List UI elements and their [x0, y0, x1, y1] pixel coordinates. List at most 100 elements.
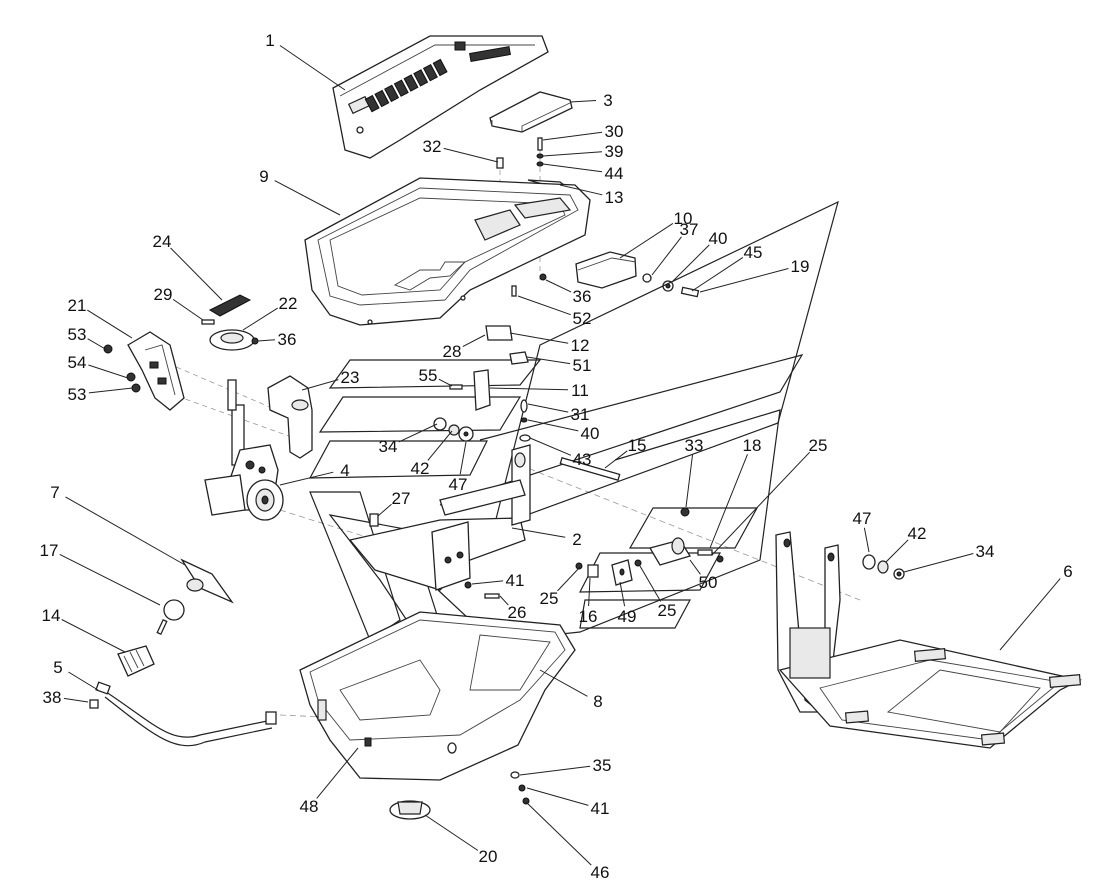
callout-label-41: 41 [506, 571, 525, 590]
ball-knob-17 [156, 599, 185, 636]
callout-label-47: 47 [449, 475, 468, 494]
leader-line-54 [88, 364, 129, 379]
callout-label-38: 38 [43, 688, 62, 707]
leader-line-2 [511, 527, 566, 538]
nut-25c [716, 555, 724, 563]
callout-label-43: 43 [573, 450, 592, 469]
callout-label-29: 29 [154, 285, 173, 304]
leader-line-49 [619, 581, 626, 607]
washers-34-42-47 [433, 417, 474, 442]
callout-label-4: 4 [340, 461, 349, 480]
callout-label-53: 53 [68, 325, 87, 344]
callout-label-42: 42 [908, 524, 927, 543]
callout-label-23: 23 [341, 368, 360, 387]
gasket-24 [208, 294, 252, 317]
callout-label-11: 11 [571, 381, 589, 400]
callout-label-3: 3 [603, 91, 612, 110]
leader-line-36 [545, 279, 572, 293]
cylinder-50 [649, 537, 692, 566]
callout-label-25: 25 [658, 601, 677, 620]
pin-16 [587, 564, 599, 578]
nut-54 [126, 372, 136, 382]
callout-label-50: 50 [699, 573, 718, 592]
callout-label-2: 2 [572, 530, 581, 549]
leader-line-30 [542, 131, 603, 141]
callout-label-32: 32 [423, 137, 442, 156]
leader-line-36 [257, 339, 276, 342]
leader-line-6 [999, 578, 1061, 651]
leader-line-39 [542, 151, 603, 157]
main-bracket-2 [348, 444, 531, 591]
bracket-12 [485, 325, 513, 341]
callout-label-20: 20 [479, 847, 498, 866]
leader-line-14 [61, 619, 126, 653]
callout-label-34: 34 [976, 542, 995, 561]
leader-line-21 [87, 309, 133, 339]
fastener-stack-30-44 [496, 137, 571, 189]
callout-label-30: 30 [605, 122, 624, 141]
callout-label-48: 48 [300, 797, 319, 816]
callout-label-36: 36 [278, 330, 297, 349]
nut-25a [575, 562, 583, 570]
leader-line-7 [65, 496, 186, 566]
bracket-11 [473, 369, 491, 411]
callout-label-7: 7 [50, 483, 59, 502]
callout-label-18: 18 [743, 436, 762, 455]
plug-20 [389, 800, 431, 820]
callout-label-12: 12 [571, 336, 590, 355]
callout-label-47: 47 [853, 509, 872, 528]
callout-label-31: 31 [571, 405, 590, 424]
leader-line-47 [863, 527, 870, 553]
nut-25b [634, 559, 642, 567]
connector-51 [509, 351, 529, 365]
leader-line-9 [274, 180, 341, 216]
flange-7 [180, 558, 234, 604]
ring-31 [520, 399, 528, 413]
leader-line-18 [709, 454, 748, 549]
leader-line-29 [172, 298, 204, 321]
leader-line-35 [519, 765, 591, 776]
callout-label-25: 25 [540, 589, 559, 608]
callout-label-6: 6 [1063, 562, 1072, 581]
callout-label-15: 15 [628, 436, 647, 455]
callout-label-25: 25 [809, 436, 828, 455]
washer-43 [519, 434, 531, 442]
leader-line-22 [242, 307, 278, 331]
callout-label-40: 40 [709, 229, 728, 248]
leader-line-41 [471, 580, 504, 585]
callout-label-26: 26 [508, 603, 527, 622]
leader-line-38 [63, 697, 89, 703]
callout-label-33: 33 [685, 436, 704, 455]
callout-label-19: 19 [791, 257, 810, 276]
callout-label-16: 16 [579, 607, 598, 626]
cover-10 [575, 251, 637, 289]
callout-label-45: 45 [744, 243, 763, 262]
leader-line-8 [539, 669, 588, 697]
leader-line-25 [711, 451, 811, 556]
callout-label-10: 10 [674, 209, 693, 228]
leader-line-45 [691, 256, 744, 292]
callout-label-53: 53 [68, 385, 87, 404]
screw-55 [449, 384, 463, 390]
leader-line-51 [526, 356, 571, 365]
base-bracket-6 [775, 531, 1082, 749]
leader-line-44 [542, 163, 603, 173]
callout-label-44: 44 [605, 164, 624, 183]
callout-label-14: 14 [42, 606, 61, 625]
washers-47-42-34-right [862, 554, 905, 580]
callout-label-22: 22 [279, 294, 298, 313]
leader-line-25 [557, 566, 581, 592]
leader-line-40 [671, 244, 710, 283]
boot-22 [209, 329, 255, 351]
leader-line-53 [88, 387, 133, 394]
callout-label-27: 27 [392, 489, 411, 508]
callout-label-24: 24 [153, 232, 172, 251]
leader-lines [59, 45, 1061, 866]
leader-line-50 [689, 559, 701, 575]
leader-line-16 [588, 577, 591, 607]
leader-line-17 [59, 553, 161, 606]
leader-line-26 [499, 595, 509, 606]
nut-53a [103, 344, 113, 354]
